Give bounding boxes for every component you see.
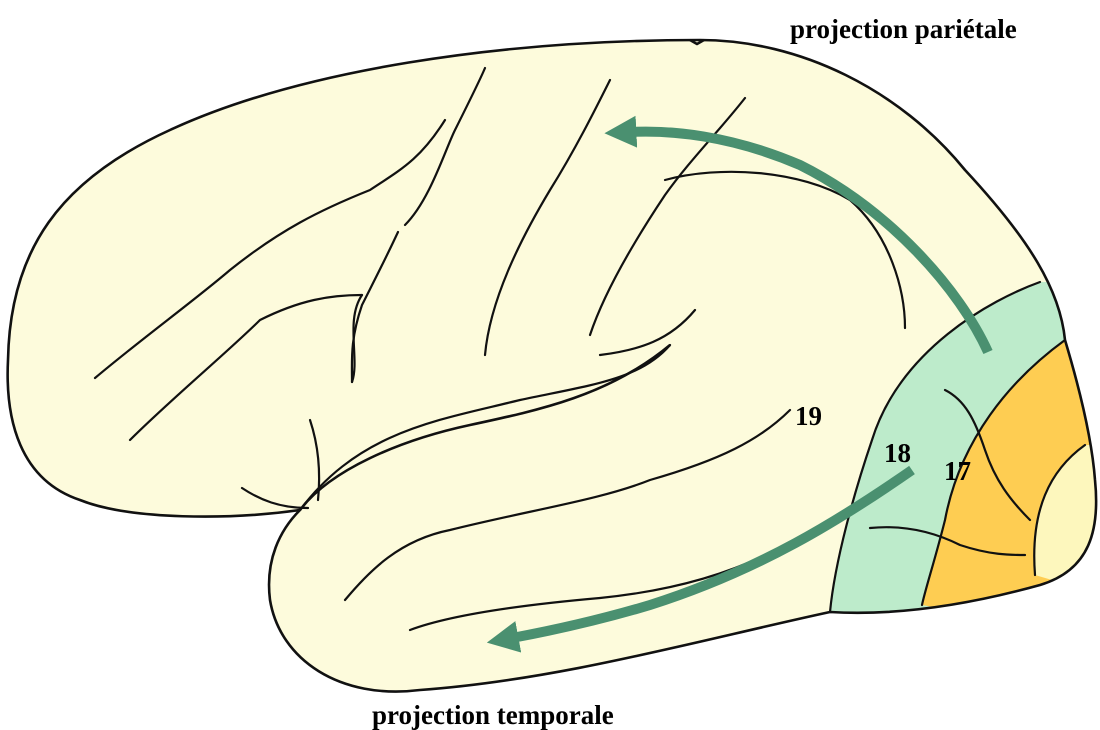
area-19-border [828,280,1042,614]
occipital-pole-region [1034,445,1097,600]
temporal-lobe-edge [298,344,671,511]
brain-outline [6,38,1098,693]
parietal-label: projection pariétale [790,14,1017,44]
pole-border [1033,443,1087,577]
parietal-projection-arrow [604,115,993,355]
area-19-label: 19 [795,401,822,431]
central-notch [689,38,705,46]
temporal-projection-arrow [486,465,915,653]
area-18-label: 18 [884,438,911,468]
area-17-border [920,338,1067,607]
area-17-label: 17 [944,456,971,486]
temporal-label: projection temporale [372,700,614,730]
